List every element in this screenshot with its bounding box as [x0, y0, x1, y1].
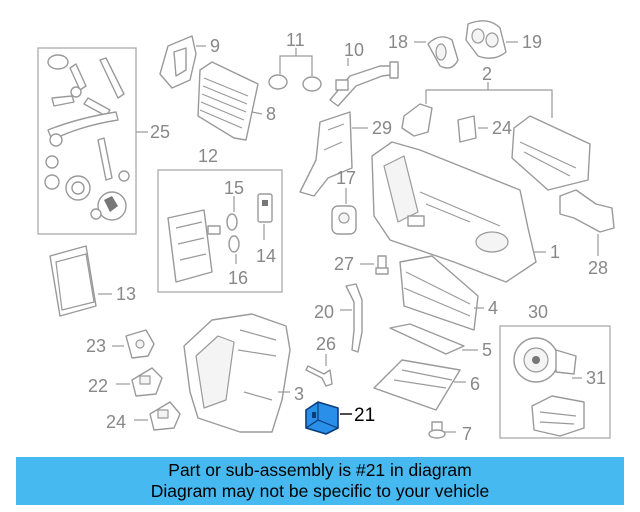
- callout-23: 23: [86, 336, 106, 356]
- callout-11: 11: [286, 30, 305, 50]
- part-21-highlighted: [305, 401, 339, 435]
- callout-18: 18: [388, 32, 408, 52]
- group-box-12: [157, 169, 283, 293]
- part-7-grommet: [428, 421, 446, 439]
- callout-21: 21: [354, 405, 375, 426]
- banner-line-1: Part or sub-assembly is #21 in diagram: [168, 460, 472, 480]
- callout-5: 5: [482, 340, 492, 360]
- callout-27: 27: [334, 254, 354, 274]
- part-22-actuator: [131, 367, 163, 397]
- part-17-actuator: [331, 205, 357, 235]
- part-28-bracket: [559, 189, 615, 233]
- part-14-valve: [257, 193, 273, 223]
- callout-31: 31: [586, 368, 606, 388]
- callout-28: 28: [588, 258, 608, 278]
- callout-10: 10: [344, 40, 364, 60]
- part-24-clip-upper: [457, 115, 477, 143]
- part-20-drain-hose: [345, 283, 363, 353]
- group-box-25: [37, 47, 137, 235]
- callout-24-lower: 24: [106, 412, 126, 432]
- callout-22: 22: [88, 376, 108, 396]
- part-15-o-ring: [226, 213, 238, 231]
- parts-diagram: 25 9 8 11 10 18 19 2: [37, 20, 615, 444]
- part-2-duct-left: [401, 103, 433, 137]
- callout-9: 9: [210, 36, 220, 56]
- part-13-cabin-filter: [49, 245, 97, 317]
- part-2-duct-right: [511, 115, 591, 191]
- part-30-blower-motor: [513, 337, 577, 383]
- callout-2: 2: [482, 64, 492, 84]
- callout-20: 20: [314, 302, 334, 322]
- part-9-bracket: [159, 35, 197, 89]
- part-31-blower-resistor: [531, 395, 585, 437]
- callout-16: 16: [228, 268, 248, 288]
- part-26-sensor: [305, 365, 333, 387]
- part-1-heater-box-housing: [371, 141, 537, 283]
- part-23-actuator: [125, 329, 155, 359]
- callout-6: 6: [470, 374, 480, 394]
- part-19-seal: [465, 20, 507, 59]
- info-banner: Part or sub-assembly is #21 in diagram D…: [16, 457, 624, 505]
- callout-17: 17: [336, 168, 356, 188]
- part-29-bracket: [299, 111, 353, 197]
- part-16-o-ring: [228, 235, 240, 253]
- callout-4: 4: [488, 298, 498, 318]
- callout-29: 29: [372, 118, 392, 138]
- part-25-linkage-kit: [44, 54, 130, 221]
- callout-25: 25: [150, 122, 170, 142]
- part-3-heater-housing-lower: [183, 313, 291, 433]
- callout-13: 13: [116, 284, 136, 304]
- part-24-actuator-lower: [149, 401, 181, 431]
- callout-12: 12: [198, 146, 218, 166]
- callout-24-upper: 24: [492, 118, 512, 138]
- callout-8: 8: [266, 104, 276, 124]
- callout-15: 15: [224, 178, 244, 198]
- callout-3: 3: [294, 384, 304, 404]
- part-6-cover-plate: [373, 359, 461, 411]
- part-11-clamps: [268, 74, 322, 92]
- part-8-evaporator-core: [197, 61, 259, 141]
- callout-7: 7: [462, 424, 472, 444]
- callout-19: 19: [522, 32, 542, 52]
- part-27-fastener: [375, 255, 389, 275]
- callout-1: 1: [550, 242, 560, 262]
- callout-26: 26: [316, 334, 336, 354]
- part-12-expansion-valve-kit: [167, 209, 221, 283]
- group-box-30: [499, 325, 611, 439]
- callout-14: 14: [256, 246, 276, 266]
- part-4-filter-cover: [399, 255, 479, 331]
- callout-30: 30: [528, 302, 548, 322]
- banner-line-2: Diagram may not be specific to your vehi…: [150, 481, 490, 501]
- part-5-seal-strip: [389, 323, 465, 355]
- part-10-refrigerant-line: [329, 61, 399, 107]
- part-18-seal: [427, 36, 459, 69]
